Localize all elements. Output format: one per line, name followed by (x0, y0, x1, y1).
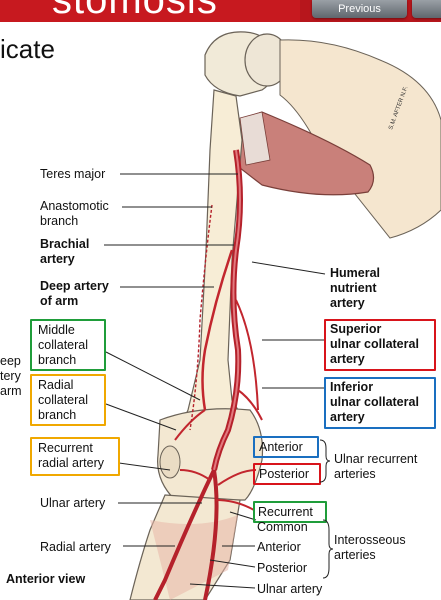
elbow-bones (157, 408, 264, 501)
label-teres-major: Teres major (40, 167, 106, 181)
highlight-box-recurrent-radial (30, 437, 120, 476)
highlight-box-superior-ulnar-collateral (324, 319, 436, 371)
label-posterior: Posterior (259, 467, 310, 481)
humerus-shaft (179, 89, 251, 461)
label-anterior: Anterior (259, 440, 303, 454)
previous-button[interactable]: Previous (312, 0, 407, 18)
highlight-box-middle-collateral (30, 319, 106, 371)
label-radial-artery: Radial artery (40, 540, 111, 554)
highlight-box-recurrent-interosseous (253, 501, 327, 523)
brace-interosseous (322, 519, 334, 579)
shoulder-bones (204, 31, 441, 239)
highlight-box-radial-collateral (30, 374, 106, 426)
slide-title-bar: stomosis (0, 0, 300, 22)
highlight-box-posterior (253, 463, 321, 485)
label-recurrent-interosseous: Recurrent (258, 505, 313, 519)
slide-title: stomosis (52, 0, 218, 22)
label-leader-lines (104, 173, 326, 589)
next-button[interactable] (412, 0, 441, 18)
label-ulnar-artery: Ulnar artery (40, 496, 106, 510)
brace-ulnar-recurrent (319, 439, 331, 483)
slide-subtitle: icate (0, 34, 55, 64)
label-posterior-interosseous: Posterior (257, 561, 308, 575)
label-common-interosseous: Common (257, 520, 308, 534)
highlight-box-anterior (253, 436, 319, 458)
teres-major-muscle (237, 111, 375, 196)
label-anterior-view: Anterior view (6, 572, 86, 586)
highlight-box-inferior-ulnar-collateral (324, 377, 436, 429)
label-ulnar-artery-bottom: Ulnar artery (257, 582, 323, 596)
label-anterior-interosseous: Anterior (257, 540, 301, 554)
